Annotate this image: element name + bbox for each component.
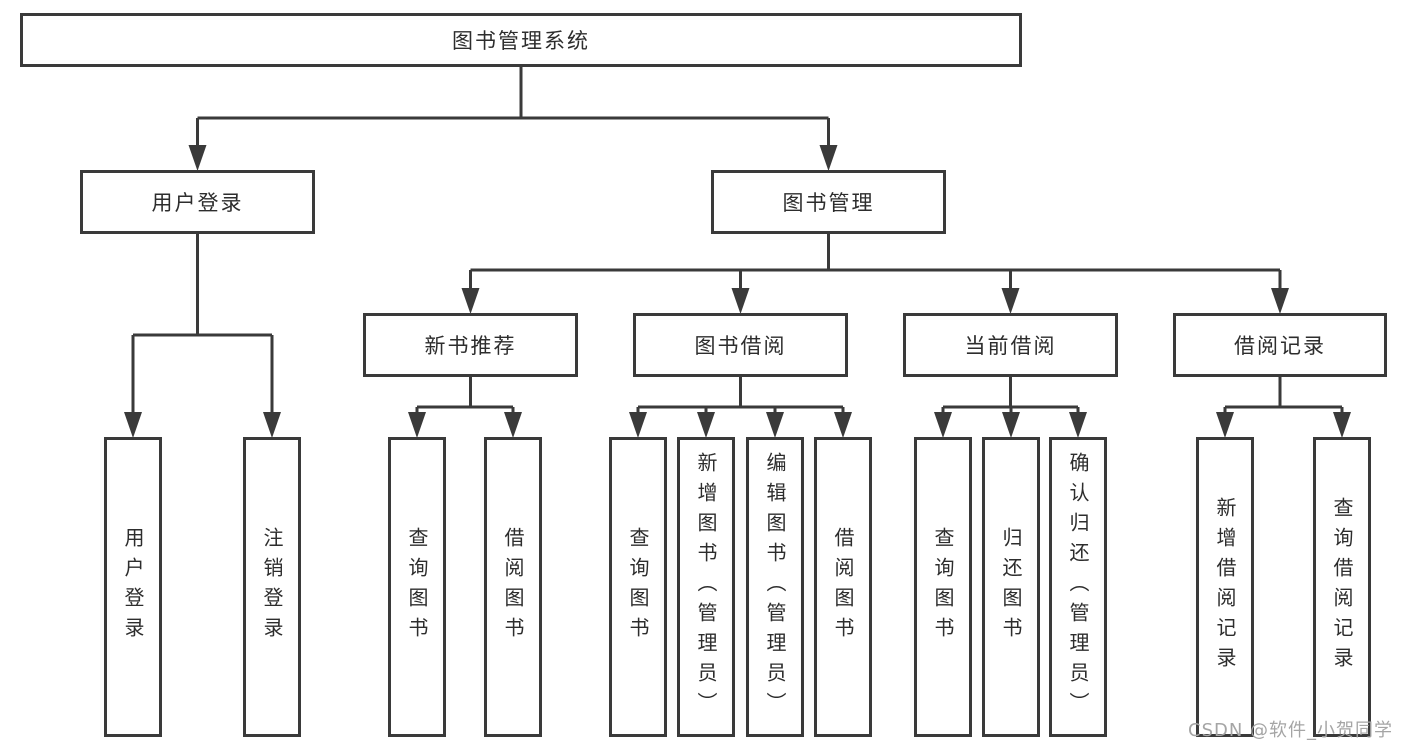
node-label: 查询图书: [931, 527, 955, 647]
node-label: 确认归还（管理员）: [1066, 452, 1090, 722]
arrowhead-icon: [819, 145, 838, 171]
node-book-borrow: 图书借阅: [633, 313, 848, 377]
node-bb-add-book: 新增图书（管理员）: [677, 437, 735, 737]
node-user-login: 用户登录: [80, 170, 315, 234]
arrowhead-icon: [697, 412, 715, 438]
node-borrow-records: 借阅记录: [1173, 313, 1387, 377]
arrowhead-icon: [1216, 412, 1234, 438]
node-rec-query-book: 查询图书: [388, 437, 446, 737]
arrowhead-icon: [1333, 412, 1351, 438]
node-label: 查询图书: [405, 527, 429, 647]
arrowhead-icon: [1001, 288, 1020, 314]
node-br-add-record: 新增借阅记录: [1196, 437, 1254, 737]
arrowhead-icon: [834, 412, 852, 438]
arrowhead-icon: [731, 288, 750, 314]
node-bb-borrow-book: 借阅图书: [814, 437, 872, 737]
arrowhead-icon: [629, 412, 647, 438]
node-label: 查询图书: [626, 527, 650, 647]
node-label: 用户登录: [151, 191, 244, 215]
arrowhead-icon: [124, 412, 142, 438]
arrowhead-icon: [504, 412, 522, 438]
node-login: 用户登录: [104, 437, 162, 737]
node-book-mgmt: 图书管理: [711, 170, 946, 234]
arrowhead-icon: [188, 145, 207, 171]
node-cb-confirm-return: 确认归还（管理员）: [1049, 437, 1107, 737]
node-label: 借阅图书: [501, 527, 525, 647]
node-cb-return-book: 归还图书: [982, 437, 1040, 737]
node-label: 新书推荐: [424, 334, 517, 358]
connector-path: [131, 67, 1344, 416]
node-bb-edit-book: 编辑图书（管理员）: [746, 437, 804, 737]
node-rec-borrow-book: 借阅图书: [484, 437, 542, 737]
arrowhead-icon: [934, 412, 952, 438]
node-logout: 注销登录: [243, 437, 301, 737]
node-bb-query-book: 查询图书: [609, 437, 667, 737]
node-label: 图书管理: [782, 191, 875, 215]
node-root: 图书管理系统: [20, 13, 1022, 67]
arrowhead-icon: [1069, 412, 1087, 438]
node-label: 用户登录: [121, 527, 145, 647]
arrowhead-icon: [1271, 288, 1289, 314]
node-br-query-record: 查询借阅记录: [1313, 437, 1371, 737]
node-label: 注销登录: [260, 527, 284, 647]
node-label: 新增借阅记录: [1213, 497, 1237, 677]
node-new-book-rec: 新书推荐: [363, 313, 578, 377]
node-current-borrow: 当前借阅: [903, 313, 1118, 377]
arrowhead-icon: [263, 412, 281, 438]
node-label: 借阅记录: [1234, 334, 1326, 358]
node-label: 图书借阅: [694, 334, 787, 358]
node-cb-query-book: 查询图书: [914, 437, 972, 737]
watermark: CSDN @软件_小贺同学: [1188, 720, 1394, 741]
node-label: 借阅图书: [831, 527, 855, 647]
node-label: 当前借阅: [964, 334, 1057, 358]
arrowhead-icon: [1002, 412, 1020, 438]
node-label: 归还图书: [999, 527, 1023, 647]
node-label: 图书管理系统: [452, 29, 590, 53]
node-label: 新增图书（管理员）: [694, 452, 718, 722]
arrowhead-icon: [461, 288, 480, 314]
arrowhead-icon: [766, 412, 784, 438]
node-label: 查询借阅记录: [1330, 497, 1354, 677]
arrowhead-icon: [408, 412, 426, 438]
node-label: 编辑图书（管理员）: [763, 452, 787, 722]
